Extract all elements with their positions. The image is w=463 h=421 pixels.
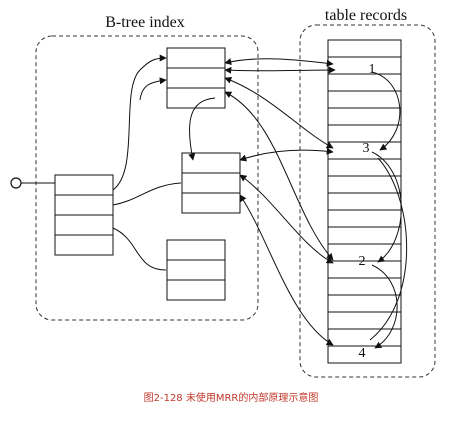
record-number-3: 3 [363,141,370,156]
figure-caption: 图2-128 未使用MRR的内部原理示意图 [144,391,319,404]
order-curve-1-to-3 [371,71,401,151]
btree-leaf-node-middle [181,152,241,214]
btree-leaf-node-bottom [166,239,226,301]
link-middle-leaf-to-record-3 [239,147,334,162]
link-middle-leaf-to-record-4 [239,194,334,346]
link-top-leaf-to-record-1b [224,66,336,74]
btree-leaf-node-top [166,47,226,109]
link-top-leaf-to-record-3 [224,76,334,149]
record-number-2: 2 [359,254,366,269]
left-loop-to-top-leaf [139,77,167,101]
record-number-1: 1 [369,62,376,77]
btree-index-container [35,35,259,321]
table-records-container [299,24,436,378]
root-to-bottom-leaf-link [112,227,167,271]
entry-point-circle [10,177,22,189]
btree-index-label: B-tree index [105,14,185,31]
root-to-middle-leaf-link [112,182,182,206]
table-records-column [327,39,402,364]
root-to-top-leaf-link [112,54,167,191]
order-curve-2-to-4 [371,264,398,349]
link-top-leaf-to-record-1 [224,58,334,67]
btree-root-node [54,174,114,256]
record-number-4: 4 [359,346,366,361]
order-curve-3-to-4 [369,157,408,341]
table-records-label: table records [325,7,407,24]
top-leaf-to-middle-leaf-link [188,97,216,161]
